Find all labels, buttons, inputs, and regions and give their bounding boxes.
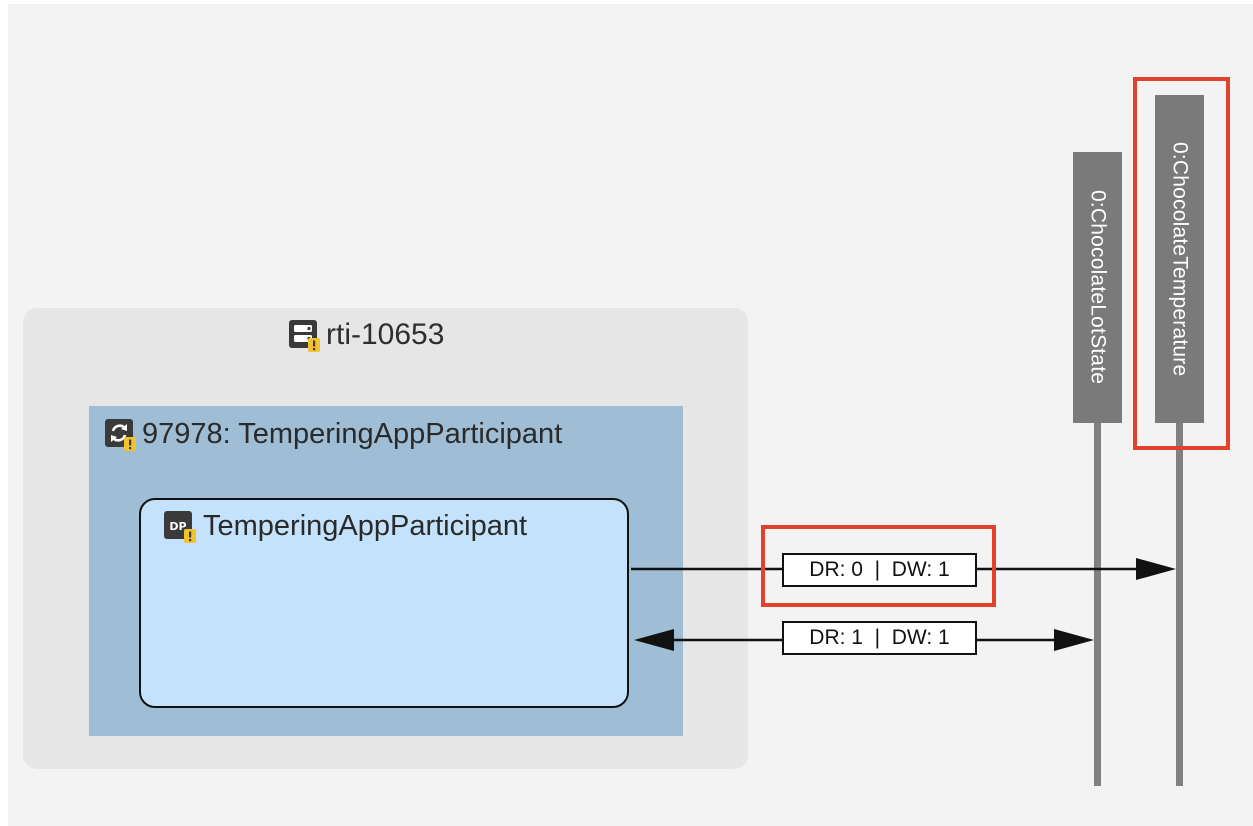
participant-name: TemperingAppParticipant: [203, 509, 528, 542]
host-header[interactable]: rti-10653: [288, 313, 444, 357]
highlight-connection-label: [761, 525, 996, 607]
topic-bar-temperature[interactable]: 0:ChocolateTemperature: [1155, 95, 1204, 423]
process-warning-icon: [104, 418, 136, 451]
process-header[interactable]: 97978: TemperingAppParticipant: [104, 414, 562, 454]
topic-lifeline-temperature: [1176, 420, 1183, 786]
connection-label-temperature[interactable]: DR: 0 | DW: 1: [782, 553, 977, 587]
topic-label-lotstate: 0:ChocolateLotState: [1086, 190, 1110, 385]
server-warning-icon: [288, 319, 320, 352]
arrowhead-temperature: [1136, 558, 1176, 580]
connection-label-lotstate[interactable]: DR: 1 | DW: 1: [782, 621, 977, 655]
domain-participant-warning-icon: DP: [163, 510, 196, 543]
topic-label-temperature: 0:ChocolateTemperature: [1168, 141, 1192, 377]
arrowhead-participant: [634, 629, 674, 651]
highlight-topic-temperature: [1133, 77, 1230, 450]
dp-icon-text: DP: [169, 520, 186, 533]
arrowhead-lotstate: [1054, 629, 1094, 651]
process-name: 97978: TemperingAppParticipant: [142, 417, 563, 450]
topic-bar-lotstate[interactable]: 0:ChocolateLotState: [1073, 152, 1122, 423]
participant-header[interactable]: DP TemperingAppParticipant: [163, 506, 527, 546]
topic-lifeline-lotstate: [1094, 420, 1101, 786]
host-name: rti-10653: [326, 318, 445, 351]
participant-node[interactable]: [139, 498, 629, 708]
